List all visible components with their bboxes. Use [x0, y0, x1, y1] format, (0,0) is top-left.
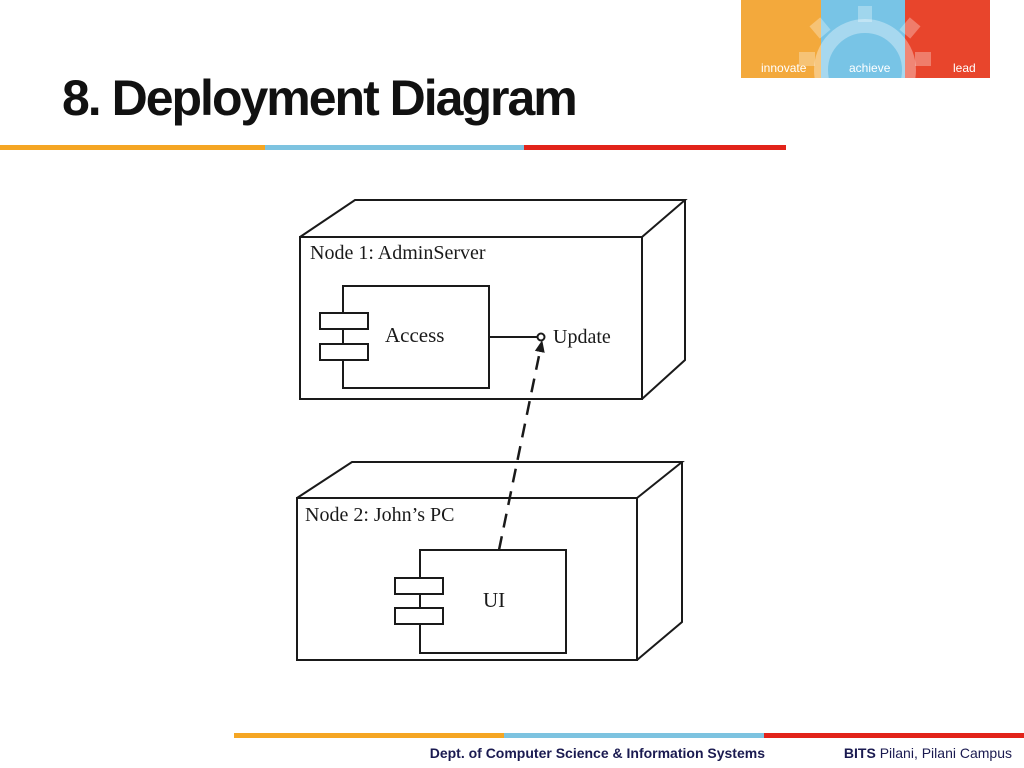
logo-word-lead: lead — [953, 61, 976, 75]
ui-component-body — [419, 549, 567, 654]
page-title: 8. Deployment Diagram — [62, 70, 578, 126]
ui-component-tab-top — [394, 577, 444, 595]
title-divider — [0, 145, 786, 150]
access-component — [319, 285, 490, 389]
footer-campus: BITS Pilani, Pilani Campus — [844, 745, 1012, 761]
logo-word-achieve: achieve — [849, 61, 891, 75]
node-2-label: Node 2: John’s PC — [305, 504, 454, 526]
access-component-label: Access — [385, 323, 444, 347]
node-1-side-face — [641, 200, 686, 400]
ui-component-tab-bottom — [394, 607, 444, 625]
node-2-box — [296, 461, 685, 661]
update-interface-socket — [536, 332, 546, 342]
node-1-front-face — [299, 236, 643, 400]
node-1-box — [299, 199, 688, 400]
footer-campus-name: Pilani, Pilani Campus — [879, 745, 1012, 761]
footer-divider-orange — [234, 733, 504, 738]
footer-brand: BITS — [843, 745, 876, 761]
node-2-top-face — [296, 461, 685, 499]
node-1-label: Node 1: AdminServer — [310, 242, 486, 264]
logo-segment-innovate: innovate — [741, 0, 821, 78]
access-component-tab-top — [319, 312, 369, 330]
deployment-diagram: Node 1: AdminServer Access Update Node 2… — [285, 180, 705, 680]
divider-blue — [265, 145, 524, 150]
access-component-body — [342, 285, 490, 389]
ui-component-label: UI — [483, 588, 505, 612]
logo-word-innovate: innovate — [761, 61, 807, 75]
access-component-tab-bottom — [319, 343, 369, 361]
footer-divider-blue — [504, 733, 764, 738]
logo-segment-achieve: achieve — [821, 0, 905, 78]
brand-logo: innovate achieve lead — [741, 0, 990, 78]
divider-orange — [0, 145, 265, 150]
node-1-top-face — [299, 199, 688, 238]
ui-component — [394, 549, 567, 654]
diagram-canvas: Node 1: AdminServer Access Update Node 2… — [296, 199, 688, 661]
update-interface-label: Update — [553, 326, 611, 348]
divider-red — [524, 145, 786, 150]
footer-divider — [234, 733, 1024, 738]
logo-segment-lead: lead — [905, 0, 990, 78]
footer-department: Dept. of Computer Science & Information … — [429, 745, 765, 761]
node-2-side-face — [636, 462, 683, 661]
dependency-arrow — [497, 340, 545, 551]
node-2-front-face — [296, 497, 638, 661]
footer-divider-red — [764, 733, 1024, 738]
